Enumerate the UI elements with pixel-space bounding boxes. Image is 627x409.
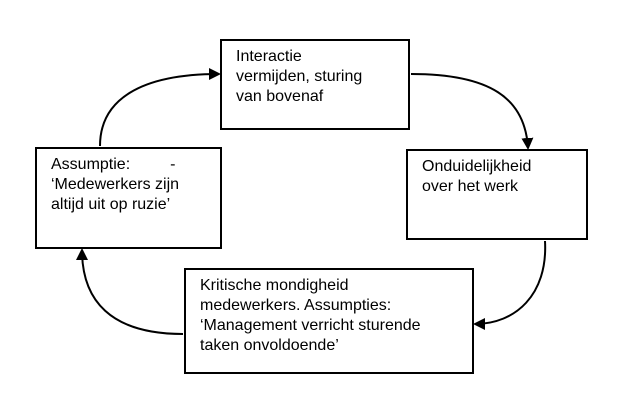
box-left-line-3: altijd uit op ruzie’: [51, 196, 171, 213]
box-interactie-vermijden: Interactie vermijden, sturing van bovena…: [220, 39, 410, 130]
box-left-line-2: ‘Medewerkers zijn: [51, 176, 180, 193]
box-top-line-2: vermijden, sturing: [236, 68, 363, 85]
arrow-right-to-bottom: [473, 240, 547, 330]
box-bottom-line-2: medewerkers. Assumpties:: [200, 297, 392, 314]
arrow-left-to-top: [99, 68, 221, 147]
box-bottom-line-4: taken onvoldoende’: [200, 337, 339, 354]
box-bottom-line-3: ‘Management verricht sturende: [200, 317, 421, 334]
box-assumptie-medewerkers: Assumptie: - ‘Medewerkers zijn altijd ui…: [35, 147, 222, 249]
box-right-line-1: Onduidelijkheid: [422, 158, 532, 175]
box-top-line-1: Interactie: [236, 48, 302, 65]
box-left-line-1: Assumptie: -: [51, 156, 176, 173]
box-top-line-3: van bovenaf: [236, 88, 324, 105]
arrow-top-to-right: [410, 73, 534, 150]
box-right-line-2: over het werk: [422, 178, 519, 195]
box-kritische-mondigheid: Kritische mondigheid medewerkers. Assump…: [184, 268, 474, 374]
box-onduidelijkheid: Onduidelijkheid over het werk: [406, 149, 588, 240]
arrow-bottom-to-left: [76, 248, 184, 335]
box-bottom-line-1: Kritische mondigheid: [200, 277, 349, 294]
